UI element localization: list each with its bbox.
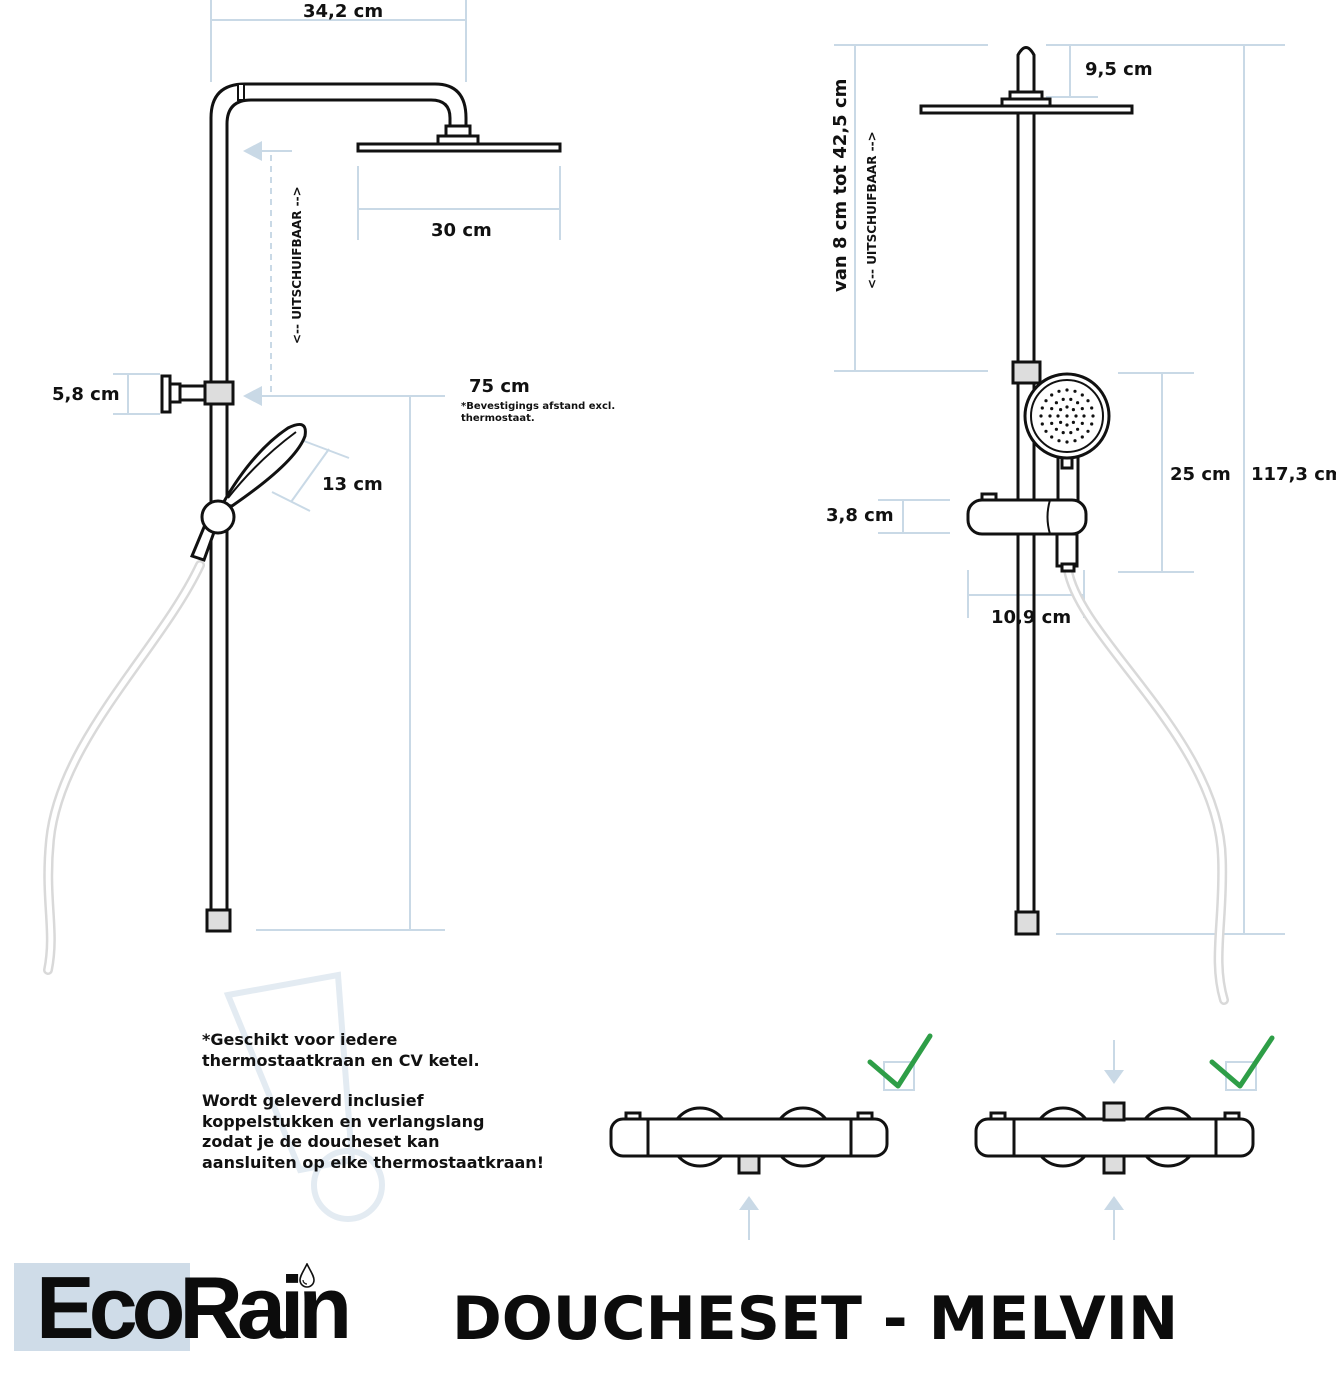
pipe-end-cap-left bbox=[205, 908, 232, 933]
spray-nozzle bbox=[1040, 406, 1044, 410]
spray-nozzle bbox=[1080, 435, 1084, 439]
spray-nozzle bbox=[1086, 429, 1090, 433]
spray-nozzle bbox=[1076, 401, 1080, 405]
pipe-end-cap-right bbox=[1014, 910, 1040, 936]
slide-arrow-down bbox=[243, 386, 262, 406]
brand-logo-background bbox=[14, 1263, 190, 1351]
spray-nozzle bbox=[1080, 393, 1084, 397]
check-icon bbox=[867, 1033, 933, 1089]
spray-nozzle bbox=[1073, 439, 1077, 443]
rain-shower-head-left bbox=[356, 124, 562, 153]
thermostat-option-top bbox=[974, 1035, 1275, 1240]
spray-nozzle bbox=[1059, 408, 1063, 412]
slide-label-left: <-- UITSCHUIFBAAR --> bbox=[290, 186, 304, 344]
spray-nozzle bbox=[1074, 414, 1078, 418]
spray-nozzle bbox=[1061, 431, 1065, 435]
dim-mount-distance: 75 cm bbox=[469, 376, 530, 397]
spray-nozzle bbox=[1065, 440, 1069, 444]
note-compatibility: *Geschikt voor iedere thermostaatkraan e… bbox=[202, 1030, 480, 1070]
dim-handshower-width: 13 cm bbox=[322, 474, 383, 495]
spray-nozzle bbox=[1056, 414, 1060, 418]
spray-nozzle bbox=[1050, 393, 1054, 397]
right-view: 9,5 cm van 8 cm tot 42,5 cm <-- UITSCHUI… bbox=[826, 44, 1336, 1005]
spray-nozzle bbox=[1086, 399, 1090, 403]
spray-nozzle bbox=[1065, 388, 1069, 392]
spray-nozzle bbox=[1050, 435, 1054, 439]
slide-label-right: <-- UITSCHUIFBAAR --> bbox=[865, 131, 879, 289]
dim-mount-note-1: *Bevestigings afstand excl. bbox=[461, 401, 615, 412]
dim-mount-note-2: thermostaat. bbox=[461, 413, 535, 424]
dim-head-width: 30 cm bbox=[431, 220, 492, 241]
product-notes: *Geschikt voor iedere thermostaatkraan e… bbox=[202, 1030, 562, 1193]
spray-nozzle bbox=[1082, 414, 1086, 418]
spray-nozzle bbox=[1080, 421, 1084, 425]
riser-pipe-left bbox=[209, 82, 468, 912]
spray-nozzle bbox=[1054, 401, 1058, 405]
watermark-graphic bbox=[223, 971, 385, 1222]
spray-nozzle bbox=[1057, 389, 1061, 393]
spray-nozzle bbox=[1044, 429, 1048, 433]
left-view: 34,2 cm 30 cm 5,8 cm 75 cm *Bevestigings… bbox=[43, 0, 615, 975]
page-title: DOUCHESET - MELVIN bbox=[452, 1284, 1179, 1354]
spray-nozzle bbox=[1071, 408, 1075, 412]
spray-nozzle bbox=[1091, 414, 1095, 418]
check-icon bbox=[1209, 1035, 1275, 1089]
spray-nozzle bbox=[1069, 431, 1073, 435]
slider-holder-left bbox=[160, 374, 235, 414]
spray-nozzle bbox=[1059, 420, 1063, 424]
spray-nozzle bbox=[1044, 399, 1048, 403]
dim-holder-depth: 5,8 cm bbox=[52, 384, 120, 405]
dim-slide-range: van 8 cm tot 42,5 cm bbox=[830, 79, 851, 292]
spray-nozzle bbox=[1048, 414, 1052, 418]
hose-right bbox=[1063, 565, 1229, 1005]
spray-nozzle bbox=[1065, 423, 1069, 427]
spray-nozzle bbox=[1065, 405, 1069, 409]
spray-nozzle bbox=[1080, 407, 1084, 411]
brand-logo: EcoRain bbox=[14, 1262, 379, 1354]
hand-shower-left bbox=[189, 422, 307, 562]
rain-shower-head-right bbox=[919, 46, 1134, 115]
dim-thermostat-height: 3,8 cm bbox=[826, 505, 894, 526]
spray-nozzle bbox=[1057, 439, 1061, 443]
spray-nozzle bbox=[1039, 414, 1043, 418]
dimension-lines-left bbox=[113, 0, 561, 931]
water-drop-icon bbox=[299, 1263, 315, 1288]
spray-nozzle bbox=[1073, 389, 1077, 393]
spray-nozzle bbox=[1061, 397, 1065, 401]
spray-nozzle bbox=[1069, 397, 1073, 401]
spray-nozzle bbox=[1090, 422, 1094, 426]
spray-nozzle bbox=[1054, 427, 1058, 431]
dimension-lines-right bbox=[834, 44, 1285, 935]
arm-band bbox=[237, 83, 245, 101]
spray-nozzle bbox=[1050, 421, 1054, 425]
dim-thermostat-width: 10,9 cm bbox=[991, 607, 1071, 628]
spray-nozzle bbox=[1071, 420, 1075, 424]
dim-handshower-height: 25 cm bbox=[1170, 464, 1231, 485]
slider-holder-right bbox=[1011, 360, 1042, 385]
spray-nozzle bbox=[1065, 414, 1069, 418]
dim-head-height: 9,5 cm bbox=[1085, 59, 1153, 80]
spray-nozzle bbox=[1050, 407, 1054, 411]
hand-shower-right bbox=[1023, 372, 1111, 520]
spray-nozzle bbox=[1090, 406, 1094, 410]
note-included: Wordt geleverd inclusief koppelstukken e… bbox=[202, 1091, 544, 1172]
spray-nozzles bbox=[1039, 388, 1095, 444]
spray-nozzle bbox=[1076, 427, 1080, 431]
thermostat-option-bottom bbox=[609, 1033, 933, 1240]
thermostat-bar-right bbox=[966, 492, 1088, 573]
dim-total-height: 117,3 cm bbox=[1251, 464, 1336, 485]
brand-name: EcoRain bbox=[36, 1258, 352, 1357]
slide-arrow-up bbox=[243, 141, 262, 161]
dim-arm-width: 34,2 cm bbox=[303, 1, 383, 22]
spray-nozzle bbox=[1040, 422, 1044, 426]
